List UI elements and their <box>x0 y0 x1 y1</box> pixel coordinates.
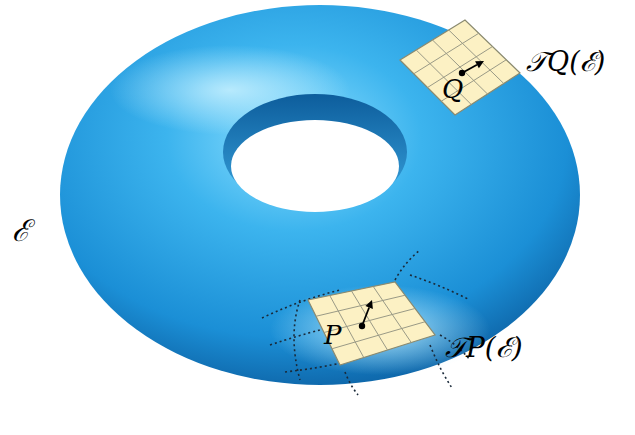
tangent-plane: P𝒯P(ℰ) <box>300 278 440 370</box>
point-label: P <box>324 322 342 348</box>
plane-grid <box>332 322 425 349</box>
plane-grid <box>441 60 506 102</box>
point-dot <box>359 323 365 329</box>
surface-label: ℰ <box>12 216 30 246</box>
point-label: Q <box>442 76 463 102</box>
plane-fill <box>400 20 520 115</box>
plane-shape <box>398 18 523 118</box>
tangent-vector-head <box>365 300 372 309</box>
plane-grid <box>416 50 471 105</box>
plane-shape <box>300 278 440 370</box>
tangent-plane: Q𝒯Q(ℰ) <box>398 18 523 118</box>
tangent-space-label: 𝒯P(ℰ) <box>445 334 523 362</box>
tangent-vector-head <box>475 61 484 68</box>
plane-fill <box>308 282 435 365</box>
torus-hole <box>231 120 399 212</box>
torus-body <box>60 5 580 385</box>
plane-grid <box>373 287 411 343</box>
tangent-space-label: 𝒯Q(ℰ) <box>526 48 605 75</box>
surface-grid <box>262 250 470 395</box>
